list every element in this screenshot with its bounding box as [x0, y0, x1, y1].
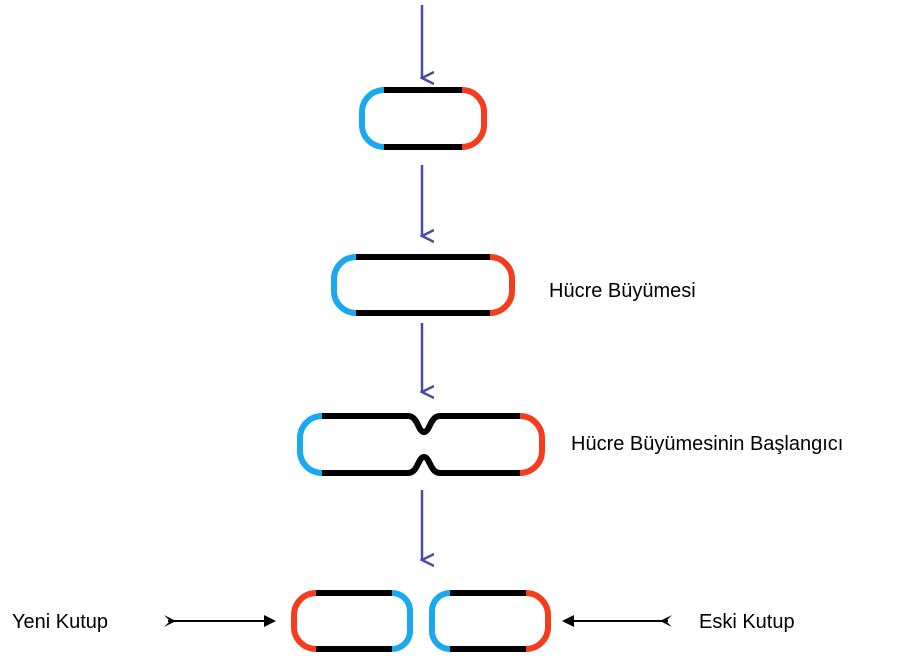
- new-pole: [429, 590, 451, 652]
- new-pole: [331, 254, 357, 316]
- cell-wall: [322, 453, 520, 476]
- old-pole: [489, 254, 515, 316]
- cell-growth-label: Hücre Büyümesi: [549, 280, 696, 302]
- new-pole-label: Yeni Kutup: [12, 611, 109, 633]
- cell-wall: [450, 590, 526, 652]
- old-pole: [519, 413, 545, 476]
- old-pole: [525, 590, 551, 652]
- cell-initial: [359, 87, 487, 150]
- cell-wall: [356, 254, 490, 316]
- old-pole: [461, 87, 487, 150]
- cell-constricting: [297, 413, 545, 476]
- old-pole-label: Eski Kutup: [699, 611, 795, 633]
- old-pole: [291, 590, 317, 652]
- cell-wall: [322, 413, 520, 436]
- new-pole: [391, 590, 413, 652]
- daughter-cell-left: [291, 590, 413, 652]
- growth-start-label: Hücre Büyümesinin Başlangıcı: [571, 433, 844, 455]
- daughter-cell-right: [429, 590, 551, 652]
- new-pole: [297, 413, 323, 476]
- left-arrow-icon: [562, 615, 672, 627]
- right-arrow-icon: [164, 615, 276, 627]
- new-pole: [359, 87, 385, 150]
- cell-wall: [316, 590, 392, 652]
- cell-growing: [331, 254, 515, 316]
- cell-wall: [384, 87, 462, 150]
